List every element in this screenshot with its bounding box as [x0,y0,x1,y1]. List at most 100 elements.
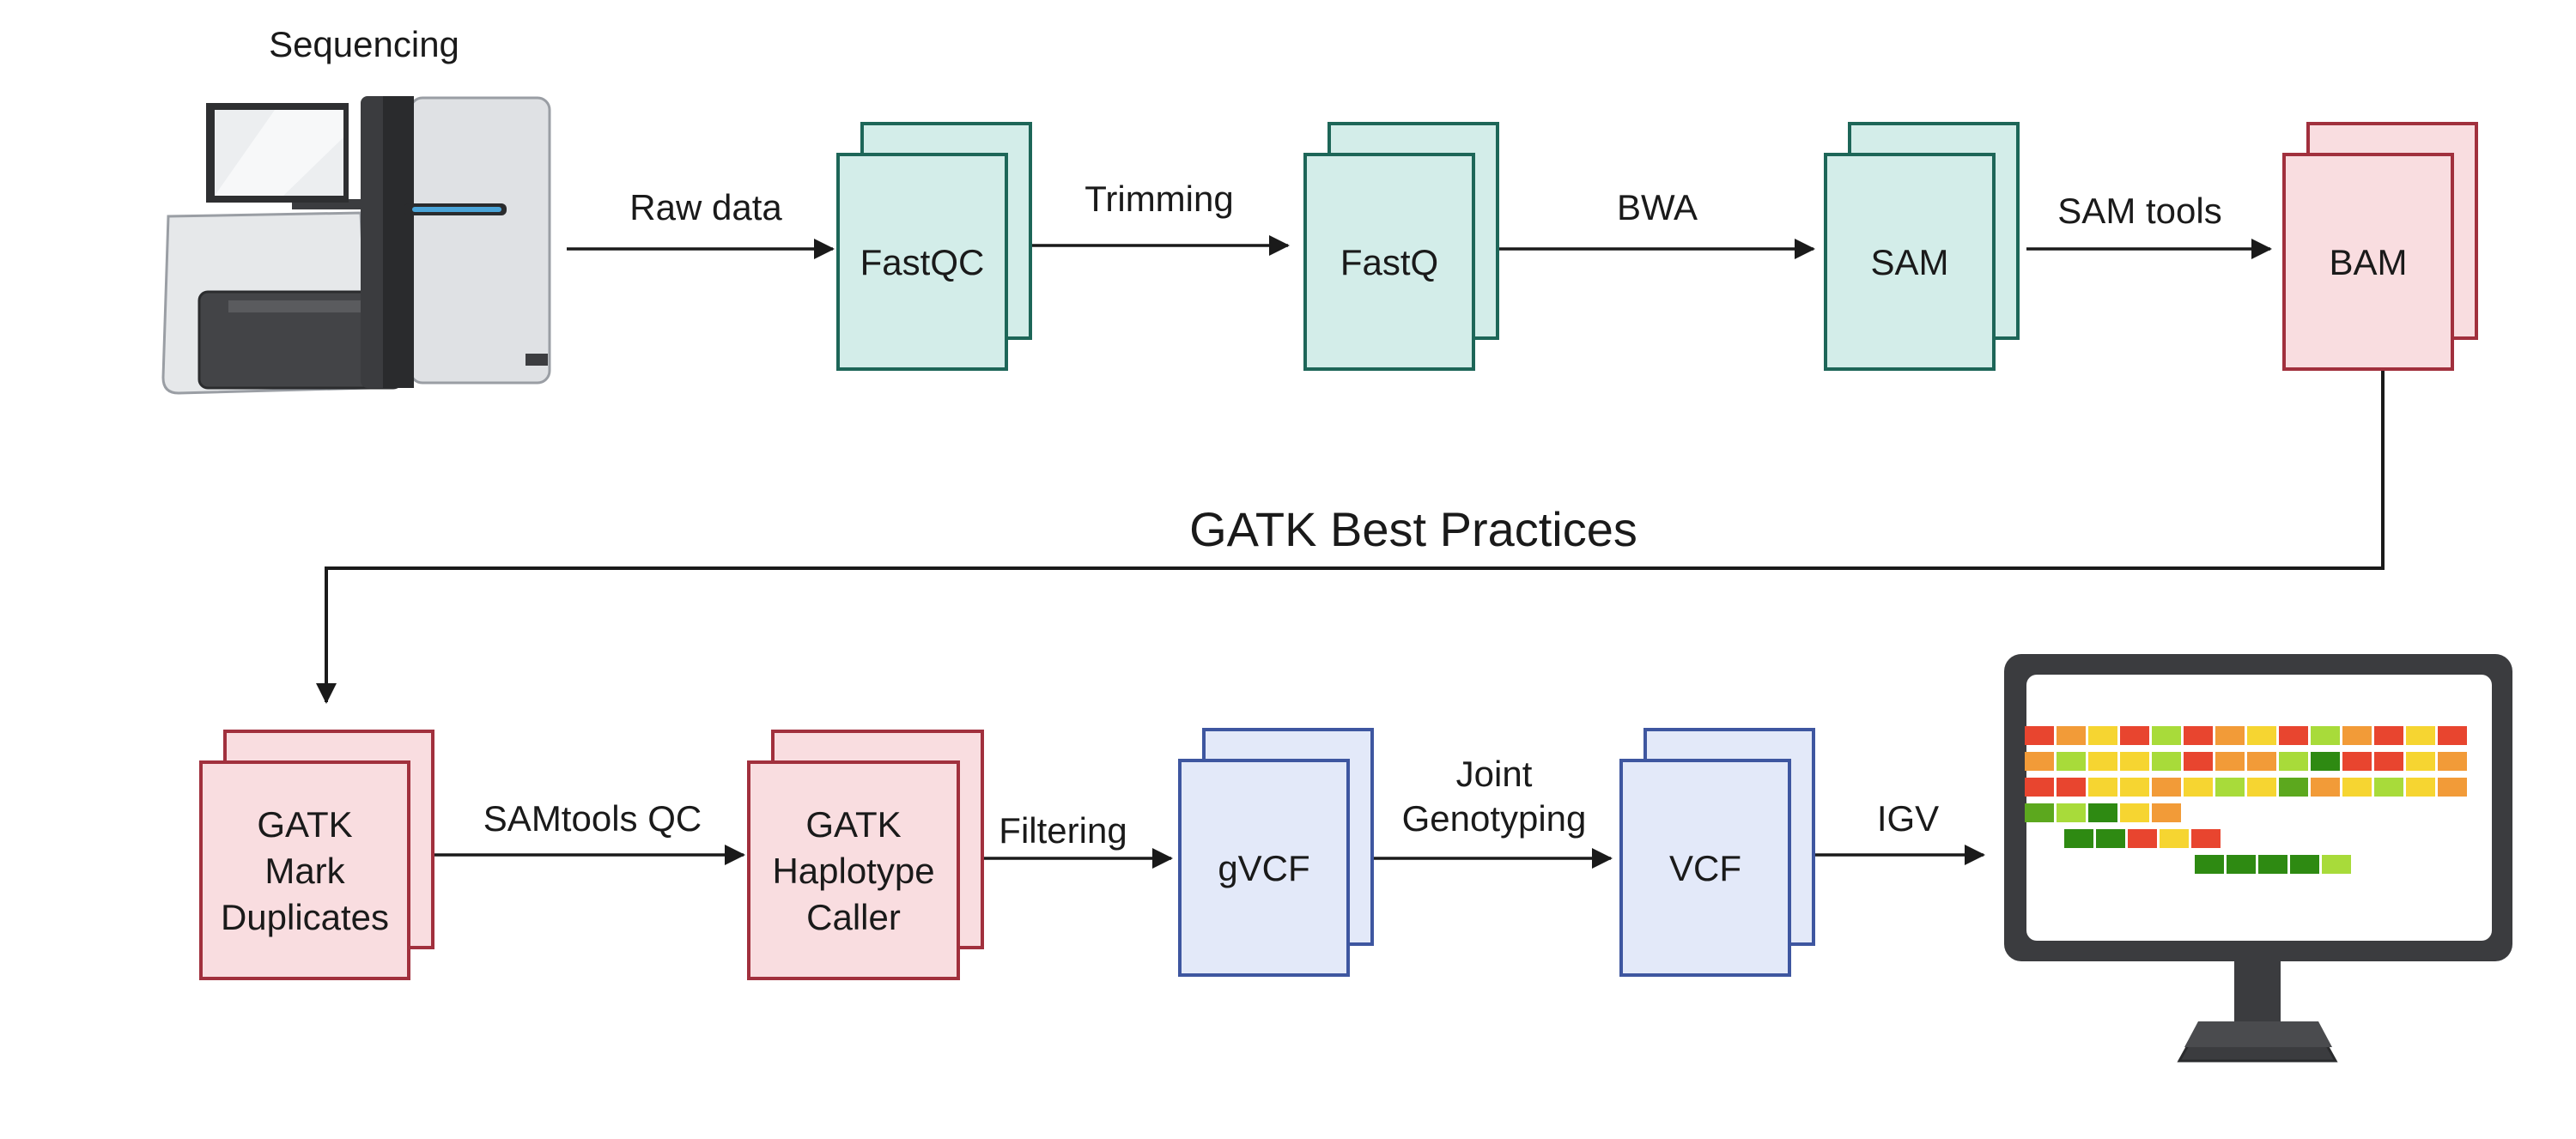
track-cell [2438,752,2467,771]
track-cell [2057,803,2086,822]
track-cell [2279,726,2308,745]
gatk-best-practices-connector [316,371,2385,704]
node-vcf: VCF [1619,728,1815,977]
track-cell [2120,778,2149,797]
track-cell [2227,855,2256,874]
edge-label: IGV [1877,798,1939,839]
track-cell [2025,726,2054,745]
edge-label: Filtering [999,810,1127,851]
track-cell [2374,778,2403,797]
edge-label: Joint [1456,754,1533,794]
node-fastqc: FastQC [836,122,1032,371]
track-cell [2342,778,2372,797]
node-gvcf: gVCF [1178,728,1374,977]
edge-label: SAM tools [2057,191,2221,231]
node-label: GATK [257,804,352,845]
track-cell [2247,726,2276,745]
track-cell [2311,778,2340,797]
node-bam: BAM [2282,122,2478,371]
track-cell [2406,726,2435,745]
edge-sam-tools: SAM tools [2026,191,2272,259]
track-cell [2438,726,2467,745]
track-cell [2195,855,2224,874]
track-cell [2088,726,2117,745]
track-cell [2152,726,2181,745]
track-cell [2184,778,2213,797]
edge-label: Raw data [629,187,782,227]
track-cell [2342,726,2372,745]
track-cell [2057,778,2086,797]
node-label: Duplicates [221,897,389,937]
track-cell [2025,752,2054,771]
track-cell [2184,752,2213,771]
node-label: BAM [2329,242,2407,282]
track-cell [2120,752,2149,771]
edge-label: Trimming [1084,179,1233,219]
edge-label: SAMtools QC [483,798,702,839]
node-fastq: FastQ [1303,122,1499,371]
pipeline-title: GATK Best Practices [1189,502,1637,556]
sequencer-machine-icon [161,96,551,395]
track-cell [2128,829,2157,848]
track-cell [2247,778,2276,797]
node-sam: SAM [1824,122,2020,371]
edge-filtering: Filtering [975,810,1173,869]
track-cell [2342,752,2372,771]
edge-trimming: Trimming [1022,179,1290,256]
track-cell [2279,778,2308,797]
track-cell [2215,778,2245,797]
track-cell [2279,752,2308,771]
sequencing-label: Sequencing [269,24,459,64]
track-cell [2152,778,2181,797]
track-cell [2406,778,2435,797]
track-cell [2311,726,2340,745]
track-cell [2184,726,2213,745]
node-label: Mark [264,851,345,891]
track-cell [2025,803,2054,822]
edge-samtools-qc: SAMtools QC [424,798,745,865]
genome-tracks [2025,726,2467,874]
track-cell [2290,855,2319,874]
node-label: FastQ [1340,242,1438,282]
track-cell [2406,752,2435,771]
track-cell [2215,752,2245,771]
node-label: FastQC [860,242,985,282]
track-cell [2160,829,2189,848]
track-cell [2096,829,2125,848]
node-label: gVCF [1218,848,1309,888]
node-label: VCF [1669,848,1741,888]
track-cell [2258,855,2287,874]
node-label: Haplotype [772,851,934,891]
edge-bwa: BWA [1494,187,1815,259]
track-cell [2374,752,2403,771]
node-label: SAM [1870,242,1948,282]
track-cell [2374,726,2403,745]
track-cell [2088,752,2117,771]
edge-igv: IGV [1812,798,1985,865]
track-cell [2064,829,2093,848]
track-cell [2311,752,2340,771]
track-cell [2025,778,2054,797]
igv-monitor-icon [2004,654,2512,1063]
edge-raw-data: Raw data [567,187,835,259]
track-cell [2322,855,2351,874]
track-cell [2120,726,2149,745]
track-cell [2057,752,2086,771]
track-cell [2438,778,2467,797]
track-cell [2088,778,2117,797]
node-label: GATK [805,804,901,845]
track-cell [2215,726,2245,745]
node-label: Caller [806,897,901,937]
track-cell [2152,803,2181,822]
track-cell [2191,829,2221,848]
track-cell [2247,752,2276,771]
track-cell [2120,803,2149,822]
track-cell [2088,803,2117,822]
edge-label: BWA [1617,187,1698,227]
